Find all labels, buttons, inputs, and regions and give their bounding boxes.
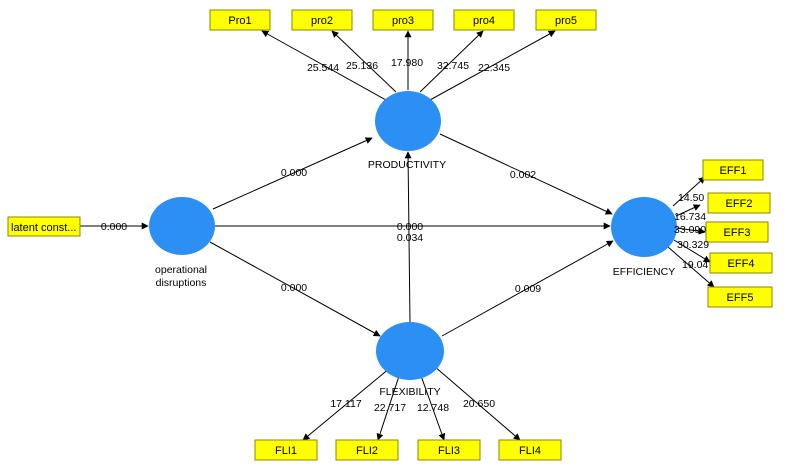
- loading-label-fli1: 17.117: [330, 398, 361, 410]
- edge-flex-to-prod[interactable]: [404, 151, 412, 323]
- edge-eff-eff2[interactable]: [675, 204, 701, 217]
- indicator-eff2-label: EFF2: [726, 198, 753, 210]
- indicator-fli2-label: FLI2: [356, 445, 378, 457]
- loading-label-pro2: 25.136: [346, 60, 378, 72]
- indicator-latent-const[interactable]: latent const...: [7, 216, 81, 237]
- path-label-flex-prod: 0.034: [397, 232, 423, 244]
- indicator-fli1-label: FLI1: [275, 445, 297, 457]
- indicator-pro4-label: pro4: [473, 15, 495, 27]
- edge-eff-eff4[interactable]: [673, 239, 711, 263]
- loading-label-pro4: 32.745: [437, 60, 469, 72]
- loading-label-fli2: 22.717: [374, 402, 406, 414]
- indicator-eff3-label: EFF3: [724, 227, 751, 239]
- loading-label-fli3: 12.748: [417, 402, 449, 414]
- indicator-eff4[interactable]: EFF4: [709, 252, 773, 274]
- latent-flexibility[interactable]: [376, 322, 444, 380]
- indicator-fli4[interactable]: FLI4: [498, 439, 562, 461]
- indicator-pro1-label: Pro1: [228, 15, 251, 27]
- loading-label-pro5: 22.345: [478, 62, 510, 74]
- indicator-pro2-label: pro2: [311, 15, 333, 27]
- indicator-eff5-label: EFF5: [727, 292, 754, 304]
- indicator-pro5[interactable]: pro5: [535, 9, 597, 31]
- path-label-prod-eff: 0.002: [510, 169, 536, 181]
- indicator-eff1[interactable]: EFF1: [702, 159, 764, 181]
- path-label-op-prod: 0.000: [281, 167, 307, 179]
- indicator-fli1[interactable]: FLI1: [254, 439, 318, 461]
- loading-label-eff3: 33.090: [674, 224, 706, 236]
- loading-label-eff1: 14.50: [678, 192, 704, 204]
- edge-prod-pro4[interactable]: [419, 30, 484, 93]
- loading-label-fli4: 20.650: [463, 398, 495, 410]
- indicator-latent-const-label: latent const...: [11, 222, 76, 234]
- loading-label-pro1: 25.544: [307, 62, 339, 74]
- latent-productivity-label: PRODUCTIVITY: [368, 159, 446, 171]
- indicator-pro2[interactable]: pro2: [291, 9, 353, 31]
- indicator-eff2[interactable]: EFF2: [707, 192, 771, 214]
- latent-operational-label-1: operational: [155, 264, 207, 276]
- indicator-fli4-label: FLI4: [519, 445, 541, 457]
- indicator-fli2[interactable]: FLI2: [335, 439, 399, 461]
- indicator-fli3[interactable]: FLI3: [417, 439, 481, 461]
- edge-eff-eff1[interactable]: [672, 176, 706, 207]
- loading-label-eff4: 30.329: [677, 239, 709, 251]
- indicator-eff5[interactable]: EFF5: [707, 286, 773, 308]
- latent-efficiency[interactable]: [611, 197, 677, 257]
- edge-prod-to-eff[interactable]: [439, 133, 613, 215]
- edge-eff-eff3[interactable]: [676, 227, 706, 235]
- indicator-eff4-label: EFF4: [728, 258, 755, 270]
- edge-flex-fli4[interactable]: [433, 365, 521, 441]
- loading-label-pro3: 17.980: [391, 57, 423, 69]
- loading-label-eff5: 19.04: [682, 259, 708, 271]
- indicator-pro4[interactable]: pro4: [453, 9, 515, 31]
- edge-flex-to-eff[interactable]: [441, 240, 614, 337]
- indicator-eff3[interactable]: EFF3: [705, 221, 769, 243]
- indicator-eff1-label: EFF1: [720, 165, 747, 177]
- path-label-op-flex: 0.000: [281, 282, 307, 294]
- edge-flex-fli1[interactable]: [302, 367, 391, 441]
- edge-flex-fli2[interactable]: [376, 372, 401, 441]
- edge-prod-pro2[interactable]: [331, 30, 397, 93]
- latent-operational-label-2: disruptions: [156, 277, 207, 289]
- indicator-pro5-label: pro5: [555, 15, 577, 27]
- edge-op-to-flex[interactable]: [209, 241, 381, 337]
- path-label-op-eff: 0.000: [397, 221, 423, 233]
- indicator-fli3-label: FLI3: [438, 445, 460, 457]
- indicator-pro1[interactable]: Pro1: [209, 9, 271, 31]
- edge-prod-pro1[interactable]: [261, 30, 387, 101]
- latent-flexibility-label: FLEXIBILITY: [379, 386, 440, 398]
- latent-productivity[interactable]: [375, 91, 441, 151]
- indicator-pro3-label: pro3: [392, 15, 414, 27]
- latent-operational-disruptions[interactable]: [149, 197, 215, 255]
- edge-op-to-prod[interactable]: [212, 137, 373, 210]
- indicator-pro3[interactable]: pro3: [372, 9, 434, 31]
- loading-label-eff2: 16.734: [674, 211, 706, 223]
- edge-eff-eff5[interactable]: [667, 246, 715, 288]
- latent-efficiency-label: EFFICIENCY: [613, 266, 675, 278]
- edge-flex-fli3[interactable]: [419, 372, 446, 441]
- edge-prod-pro5[interactable]: [429, 30, 556, 101]
- path-label-flex-eff: 0.009: [515, 283, 541, 295]
- path-label-latent-const: 0.000: [101, 221, 127, 233]
